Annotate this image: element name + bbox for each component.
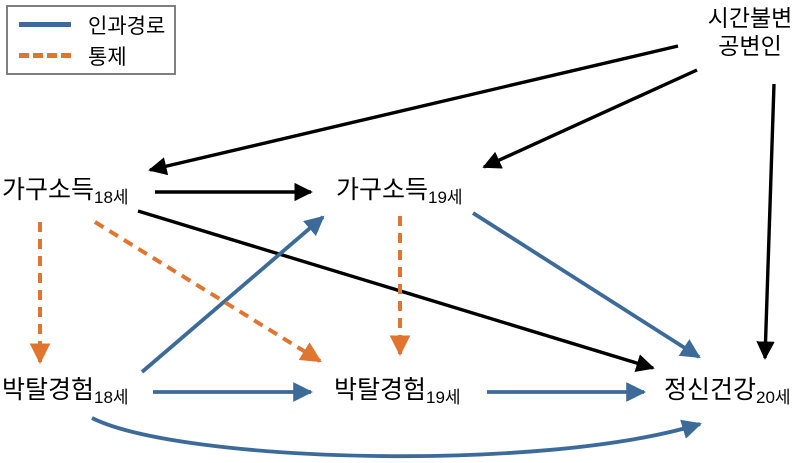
edge-covariate-to-income18 xyxy=(148,44,679,176)
node-income19-main: 가구소득 xyxy=(336,176,429,204)
node-income18-main: 가구소득 xyxy=(2,176,95,204)
node-covariate-line2: 공변인 xyxy=(718,33,782,59)
node-income18: 가구소득18세 xyxy=(2,175,129,208)
edge-covariate-to-income19 xyxy=(482,68,698,169)
node-deprivation19-main: 박탈경험 xyxy=(334,376,427,404)
edge-deprivation18-to-income19 xyxy=(140,215,325,374)
legend-item-control: 통제 xyxy=(8,42,174,70)
edge-income18-to-deprivation19 xyxy=(93,220,322,363)
edge-deprivation18-to-mentalhealth20-curve xyxy=(91,416,702,459)
edge-covariate-to-mentalhealth20 xyxy=(756,83,776,360)
node-deprivation18-main: 박탈경험 xyxy=(2,376,95,404)
legend-label-causal: 인과경로 xyxy=(88,14,166,38)
legend-item-causal: 인과경로 xyxy=(8,11,174,39)
node-deprivation18: 박탈경험18세 xyxy=(2,375,129,408)
legend: 인과경로 통제 xyxy=(6,5,176,75)
causal-line-sample xyxy=(19,22,71,27)
edge-income18-to-mentalhealth20 xyxy=(137,209,655,372)
edge-income19-to-mentalhealth20 xyxy=(471,211,701,359)
node-covariate: 시간불변 공변인 xyxy=(696,4,800,60)
node-deprivation19-sub: 19세 xyxy=(426,388,461,407)
node-covariate-line1: 시간불변 xyxy=(707,5,793,31)
node-income19: 가구소득19세 xyxy=(336,175,463,208)
node-deprivation18-sub: 18세 xyxy=(94,388,129,407)
node-mentalhealth20-sub: 20세 xyxy=(756,388,791,407)
control-line-sample xyxy=(19,53,71,58)
node-income18-sub: 18세 xyxy=(94,188,129,207)
node-mentalhealth20-main: 정신건강 xyxy=(664,376,757,404)
legend-label-control: 통제 xyxy=(88,45,127,69)
node-deprivation19: 박탈경험19세 xyxy=(334,375,461,408)
node-income19-sub: 19세 xyxy=(428,188,463,207)
node-mentalhealth20: 정신건강20세 xyxy=(664,375,791,408)
